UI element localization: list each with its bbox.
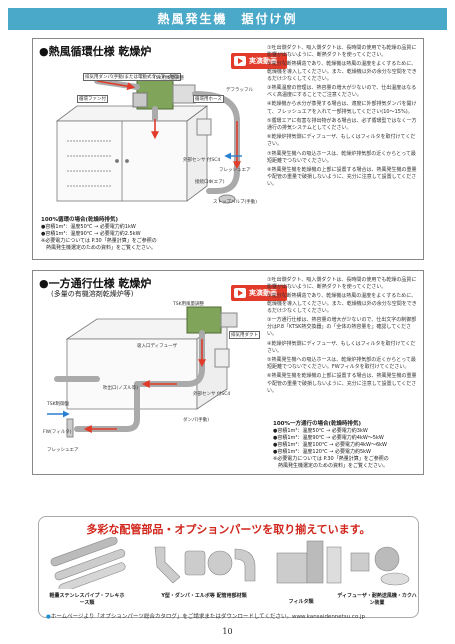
note-item: ⑤熱風発生機への吸込ホースは、乾燥炉排気部の近くからとって最短距離でつないでくだ…	[267, 357, 416, 371]
fittings-image	[154, 546, 256, 584]
note-item: ①吐出側ダクト、吸入側ダクトは、長時間の使用でも乾燥の品質に影響が出ないように、…	[267, 45, 417, 59]
oneway-diagram	[47, 306, 238, 438]
accessories-box: 多彩な配管部品・オプションパーツを取り揃えています。 軽量ステンレスパイプ・フレ…	[38, 516, 419, 618]
note-item: ③熱風温度の管理は、熱容量の増大が少ないので、仕出温度はなるべく高温度にすること…	[267, 85, 417, 99]
flow-arrows-2	[83, 339, 206, 433]
callout-2-7: 吹出口(ノズル等)	[103, 386, 139, 391]
diffuser-image	[350, 546, 410, 586]
section1-title: ●熱風循環仕様 乾燥炉	[39, 45, 152, 58]
product-images	[50, 537, 410, 589]
product-label-2: フィルタ類	[288, 599, 314, 605]
callout-1-4: デフラッフル	[226, 88, 253, 93]
callout-1-5: 接続口Φ(エア)	[195, 180, 225, 185]
spec2-line: ●容積1m³：温度100℃ → 必要電力約4kW～6kW	[273, 442, 387, 448]
note-item: ④乾燥機から水分が蒸発する場合は、適度に外部排気ダンパを開けて、フレッシュエアを…	[267, 101, 417, 115]
callout-1-20: ストップバルブ(手動)	[213, 200, 258, 205]
oven-box	[55, 105, 209, 202]
video-label-1: 実演動画	[249, 57, 277, 65]
video-button-1[interactable]: 実演動画	[231, 53, 287, 69]
notes-list-2: ①吐出側ダクト、吸入側ダクトは、長時間の使用でも乾燥の品質に影響が出ないように、…	[267, 277, 419, 397]
product-label-3: ディフューザ・耐熱送風機・カクハン装置	[337, 593, 417, 606]
callout-2-3: 吸入口ディフューザ	[137, 344, 178, 349]
spec-block-2: 100%一方通行の場合(乾燥時排気) ●容積1m³：温度50℃ → 必要電力約3…	[273, 421, 421, 470]
pipe-image	[50, 537, 126, 589]
note-item: ⑥乾燥炉排気側にディフューザ、もしくはフィルタを取付けてください。	[267, 134, 416, 148]
spec1-line: 熱風発生機選定のための資料」をご覧ください。	[41, 245, 157, 251]
video-label-2: 実演動画	[249, 289, 277, 297]
section-oneway: ●一方通行仕様 乾燥炉 (多量の有機溶剤乾燥炉等) 実演動画	[32, 270, 424, 475]
callout-2-1: 排気用ダクト	[229, 331, 260, 339]
flow-arrows	[96, 80, 241, 170]
callout-1-1: TSK用風量調整	[153, 76, 185, 81]
callout-1-3: 循環ファン付	[77, 95, 108, 103]
filter-box	[66, 418, 74, 438]
heater-unit	[132, 78, 196, 110]
accessories-title: 多彩な配管部品・オプションパーツを取り揃えています。	[86, 523, 371, 536]
note-item: ⑤循環エアに有害な排出物がある場合は、必ず循環型ではなく一方通行の排気システムと…	[267, 117, 417, 132]
product-label-0: 軽量ステンレスパイプ・フレキホース類	[49, 593, 125, 606]
note-item: ⑧熱風発生機を乾燥機の上部に設置する場合は、熱風発生機の重量や配管の重量で破損し…	[267, 167, 417, 188]
page-number: 10	[222, 627, 233, 636]
spec2-title: 100%一方通行の場合(乾燥時排気)	[273, 421, 362, 427]
product-label-1: Y型・ダンパ・エルボ等 配管用部材類	[161, 593, 247, 599]
spec1-line: ●容積1m³：温度50℃ → 必要電力約1kW	[41, 224, 136, 230]
heater-unit-2	[186, 306, 238, 334]
control-box	[196, 118, 212, 136]
filter-image	[276, 540, 342, 584]
callout-2-4: TSK制御盤	[47, 402, 70, 407]
play-icon	[234, 288, 246, 298]
callout-2-5: FW(フィルタ)	[43, 430, 72, 435]
spec-block-1: 100%循環の場合(乾燥時排気) ●容積1m³：温度50℃ → 必要電力約1kW…	[41, 217, 261, 252]
callout-1-8: フレッシュエア	[219, 168, 251, 173]
section-circulation: ●熱風循環仕様 乾燥炉 実演動画	[32, 38, 424, 260]
spec2-line: 熱風発生機選定のための資料」をご覧ください。	[273, 463, 389, 469]
spec1-line: ●容積1m³：温度90℃ → 必要電力約2.5kW	[41, 231, 141, 237]
footer-note: ●ホームページより「オプションパーツ総合カタログ」をご請求またはダウンロードして…	[46, 612, 365, 620]
diffuser	[218, 194, 236, 204]
footer-note-text[interactable]: ホームページより「オプションパーツ総合カタログ」をご請求またはダウンロードしてく…	[50, 614, 365, 620]
section2-subtitle: (多量の有機溶剤乾燥炉等)	[51, 290, 134, 298]
spec2-line: ※必要電力については P.30「熱量計算」をご参照の	[273, 456, 389, 462]
callout-2-8: ダンパ(手動)	[183, 418, 210, 423]
bullet-icon: ●	[46, 614, 51, 620]
circulation-diagram	[55, 78, 242, 204]
note-item: ⑥熱風発生機を乾燥機の上部に設置する場合は、熱風発生機の重量や配管の重量で破損し…	[267, 373, 417, 394]
page-title: 熱風発生機 据付け例	[8, 8, 447, 30]
spec2-line: ●容積1m³：温度120℃ → 必要電力約5kW	[273, 449, 371, 455]
note-item: ②充分な断熱構造であり、乾燥機は熱風の温度をよくするために、乾燥機を導入してくだ…	[267, 61, 417, 82]
note-item: ④乾燥炉排気側にディフューザ、もしくはフィルタを取付けてください。	[267, 340, 416, 354]
callout-2-0: TSK用風量調整	[173, 302, 205, 307]
note-item: ③一方通行仕様は、熱容量の増大が少ないので、仕出文字の制御部分はP.8「KTSK…	[267, 317, 417, 338]
notes-list-1: ①吐出側ダクト、吸入側ダクトは、長時間の使用でも乾燥の品質に影響が出ないように、…	[267, 45, 419, 191]
duct-pipes-2	[54, 330, 205, 432]
note-item: ⑦熱風発生機への吸込ホースは、乾燥炉排気部の近くからとって最短距離でつないでくだ…	[267, 150, 416, 164]
callout-2-6: フレッシュエア	[47, 448, 79, 453]
note-item: ②充分な断熱構造であり、乾燥機は熱風の温度をよくするために、乾燥機を導入してくだ…	[267, 293, 417, 314]
callout-2-2: 外部センサ 付SC4	[193, 392, 231, 397]
section2-title: ●一方通行仕様 乾燥炉	[39, 277, 152, 290]
play-icon	[234, 56, 246, 66]
spec1-line: ※必要電力については P.30「熱量計算」をご参照の	[41, 238, 157, 244]
spec2-line: ●容積1m³：温度50℃ → 必要電力約3kW	[273, 428, 368, 434]
callout-1-0: 排気用ダンパ(手動)または電動式タイマー制御	[83, 73, 181, 81]
spec2-line: ●容積1m³：温度90℃ → 必要電力約4kW～5kW	[273, 435, 384, 441]
note-item: ①吐出側ダクト、吸入側ダクトは、長時間の使用でも乾燥の品質に影響が出ないように、…	[267, 277, 417, 291]
callout-1-2: 循環用ホース	[193, 95, 224, 103]
callout-1-6: 外部センサ 付SC4	[183, 158, 221, 163]
video-button-2[interactable]: 実演動画	[231, 285, 287, 301]
control-box-2	[214, 348, 230, 368]
spec1-title: 100%循環の場合(乾燥時排気)	[41, 217, 119, 223]
